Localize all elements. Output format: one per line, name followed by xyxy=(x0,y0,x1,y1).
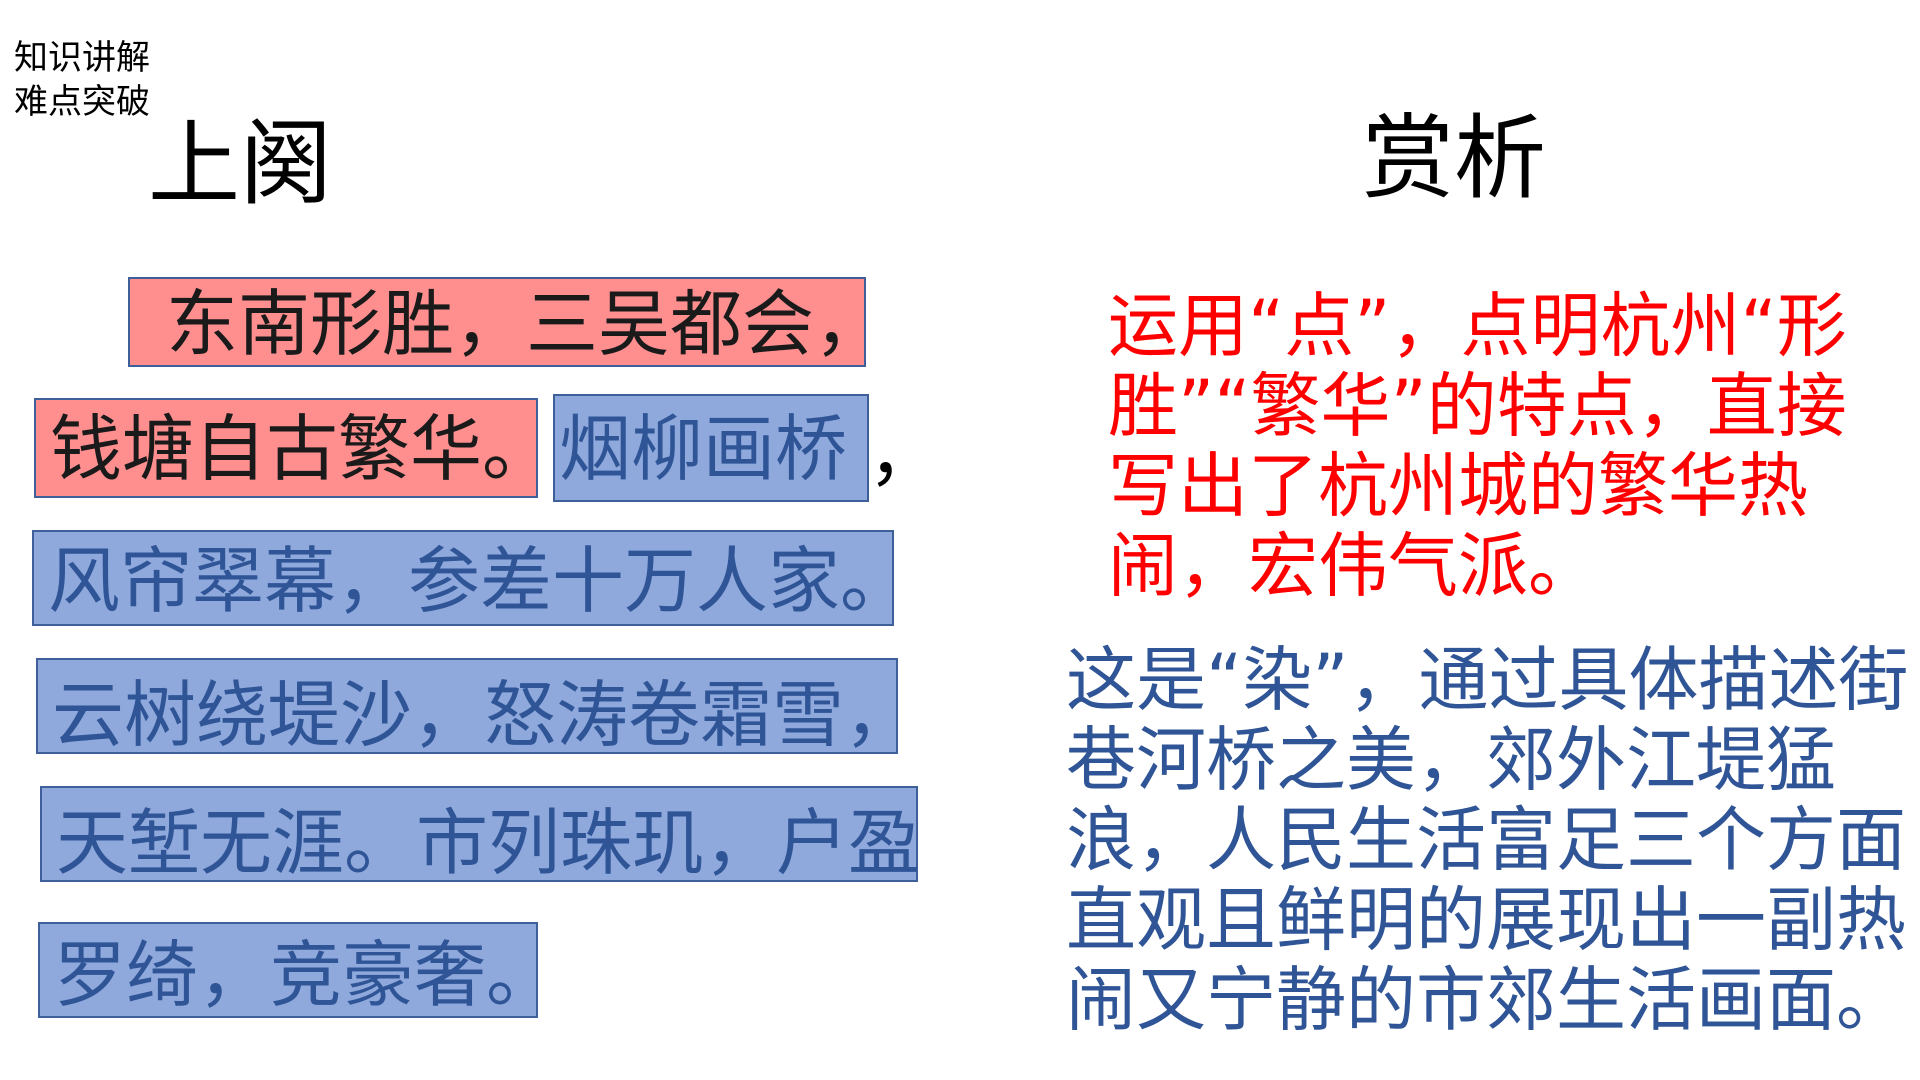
section-label-line1: 知识讲解 xyxy=(14,38,150,78)
analysis-note-ran: 这是“染”，通过具体描述街巷河桥之美，郊外江堤猛浪，人民生活富足三个方面直观且鲜… xyxy=(1066,639,1909,1041)
poem-line-2b-highlight-blue: 烟柳画桥 xyxy=(553,394,869,502)
poem-line-3-highlight-blue: 风帘翠幕，参差十万人家。 xyxy=(32,530,912,626)
poem-line-1-highlight-red: 东南形胜，三吴都会， xyxy=(128,277,886,367)
poem-line-2-comma: ， xyxy=(868,412,941,496)
poem-heading: 上阕 xyxy=(148,111,333,218)
analysis-note-dian: 运用“点”，点明杭州“形胜”“繁华”的特点，直接写出了杭州城的繁华热闹，宏伟气派… xyxy=(1108,285,1847,607)
poem-line-2a-highlight-red: 钱塘自古繁华。 xyxy=(34,398,554,498)
poem-line-5-highlight-blue: 天堑无涯。市列珠玑，户盈 xyxy=(40,786,920,885)
poem-line-6-highlight-blue: 罗绮，竞豪奢。 xyxy=(38,922,558,1018)
analysis-heading: 赏析 xyxy=(1362,105,1547,212)
poem-line-4-highlight-blue: 云树绕堤沙，怒涛卷霜雪， xyxy=(36,658,916,757)
section-label-line2: 难点突破 xyxy=(14,82,150,122)
section-label: 知识讲解 难点突破 xyxy=(14,36,150,124)
